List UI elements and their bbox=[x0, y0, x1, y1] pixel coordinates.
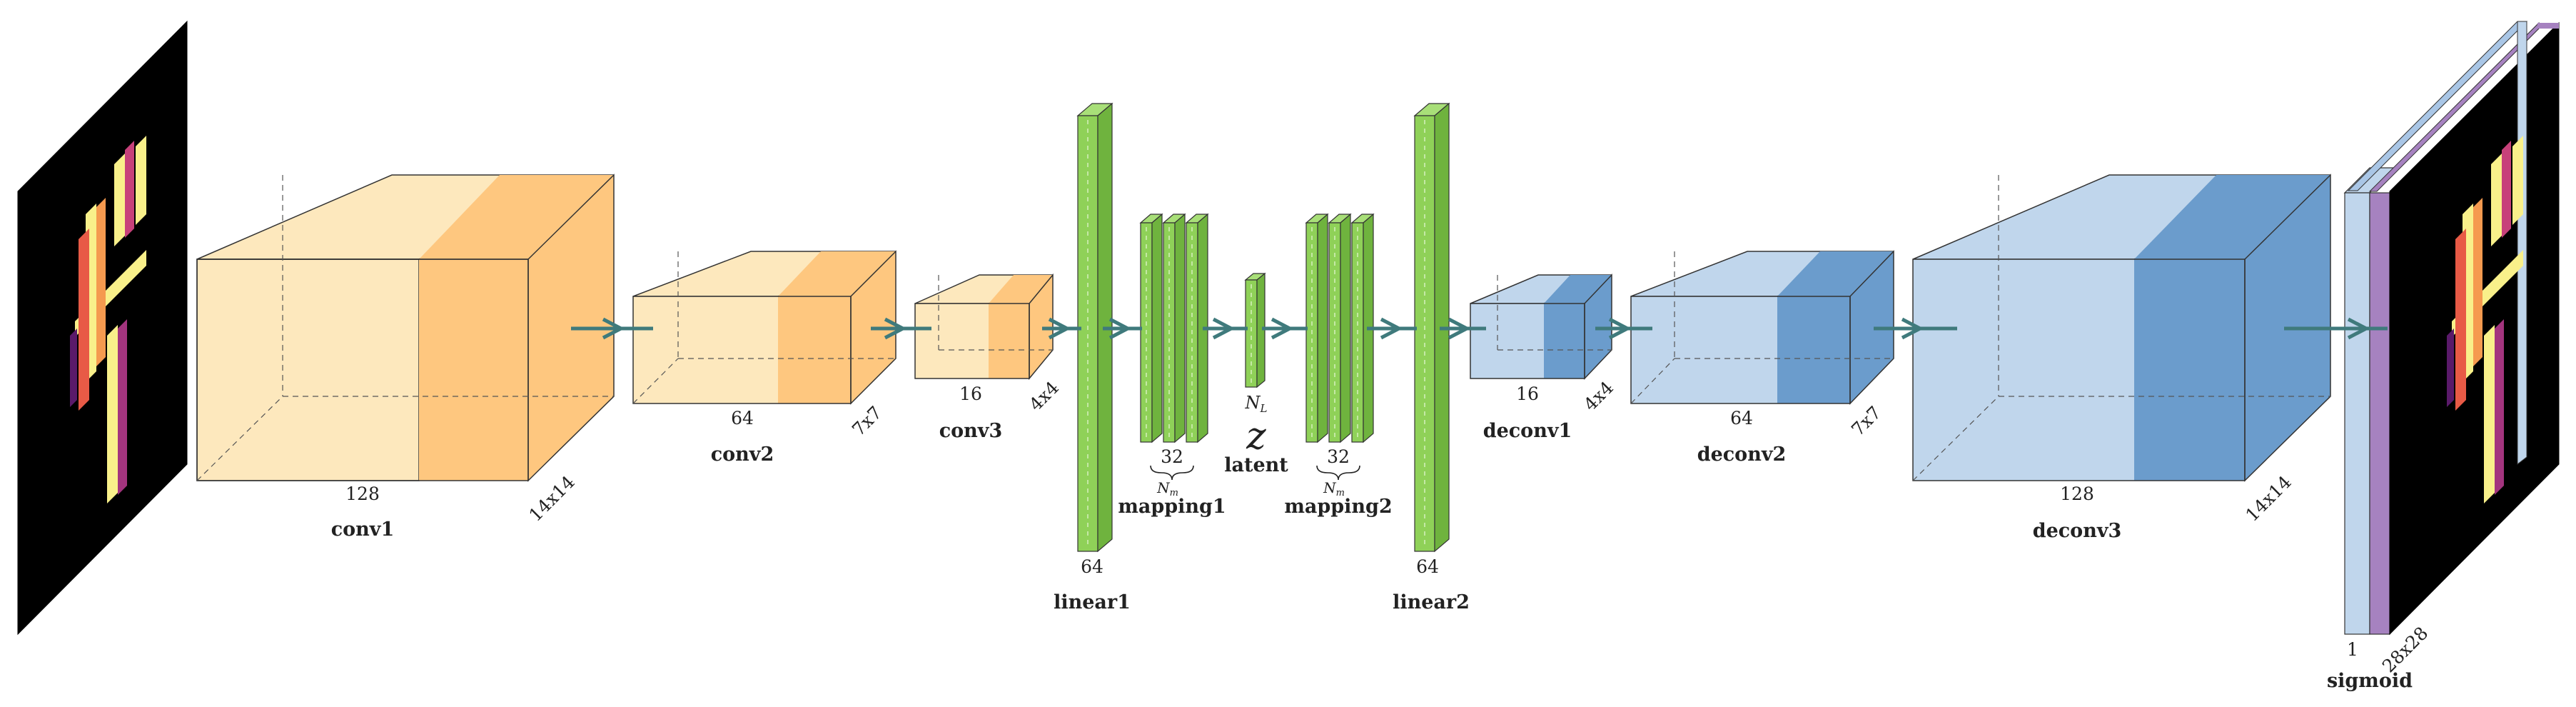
mapping1-label: mapping1 bbox=[1118, 496, 1226, 518]
output-digit-strokes bbox=[2447, 136, 2523, 503]
mapping2-slab-2 bbox=[1328, 213, 1352, 443]
latent-size: NL bbox=[1245, 393, 1268, 415]
deconv2-size: 7x7 bbox=[1847, 402, 1885, 440]
arrow-conv1-conv2 bbox=[571, 317, 653, 340]
latent-block bbox=[1244, 272, 1266, 388]
arrow-deconv3-sigmoid bbox=[2284, 317, 2388, 340]
deconv3-block bbox=[1912, 174, 2331, 482]
deconv1-channels: 16 bbox=[1516, 383, 1539, 404]
arrow-linear1-mapping1 bbox=[1103, 317, 1142, 340]
linear2-units: 64 bbox=[1416, 556, 1439, 577]
conv1-label: conv1 bbox=[331, 518, 395, 541]
linear2-label: linear2 bbox=[1393, 591, 1470, 613]
conv3-size: 4x4 bbox=[1025, 377, 1063, 415]
arrow-deconv1-deconv2 bbox=[1595, 317, 1652, 340]
deconv2-label: deconv2 bbox=[1697, 443, 1787, 466]
conv2-channels: 64 bbox=[731, 408, 754, 428]
mapping1-repeat: Nm bbox=[1156, 479, 1178, 498]
mapping1-slab-1 bbox=[1139, 213, 1163, 443]
linear1-label: linear1 bbox=[1054, 591, 1131, 613]
mapping1-block bbox=[1139, 213, 1209, 443]
deconv2-block bbox=[1630, 250, 1894, 405]
mapping2-label: mapping2 bbox=[1284, 496, 1392, 518]
conv1-channels: 128 bbox=[345, 483, 380, 504]
arrow-conv2-conv3 bbox=[871, 317, 931, 340]
conv2-label: conv2 bbox=[711, 443, 774, 466]
conv3-channels: 16 bbox=[959, 383, 982, 404]
arrow-mapping1-latent bbox=[1203, 317, 1248, 340]
sigmoid-channels: 1 bbox=[2347, 639, 2358, 660]
linear2-block bbox=[1413, 102, 1450, 553]
conv2-block bbox=[632, 250, 896, 405]
input-digit-strokes bbox=[70, 136, 146, 503]
conv3-label: conv3 bbox=[939, 420, 1003, 442]
mapping1-units: 32 bbox=[1161, 446, 1183, 467]
deconv3-size: 14x14 bbox=[2241, 471, 2295, 525]
deconv3-label: deconv3 bbox=[2033, 520, 2122, 542]
sigmoid-label: sigmoid bbox=[2327, 670, 2413, 692]
linear1-units: 64 bbox=[1081, 556, 1103, 577]
deconv3-channels: 128 bbox=[2060, 483, 2094, 504]
deconv2-channels: 64 bbox=[1730, 408, 1753, 428]
arrow-linear2-deconv1 bbox=[1440, 317, 1486, 340]
input-image bbox=[17, 20, 188, 636]
latent-label: latent bbox=[1224, 454, 1288, 476]
arrow-mapping2-linear2 bbox=[1367, 317, 1417, 340]
conv1-block bbox=[196, 174, 615, 482]
conv3-block bbox=[914, 273, 1054, 381]
arrow-deconv2-deconv3 bbox=[1874, 317, 1957, 340]
deconv1-label: deconv1 bbox=[1483, 420, 1572, 442]
mapping2-brace bbox=[1316, 465, 1360, 481]
sigmoid-output bbox=[2343, 21, 2560, 636]
latent-symbol: z bbox=[1246, 415, 1266, 458]
mapping2-block bbox=[1305, 213, 1375, 443]
conv2-size: 7x7 bbox=[848, 402, 886, 440]
conv1-size: 14x14 bbox=[525, 471, 578, 525]
mapping1-slab-2 bbox=[1162, 213, 1186, 443]
mapping2-repeat: Nm bbox=[1323, 479, 1345, 498]
connections bbox=[571, 317, 2388, 340]
mapping1-brace bbox=[1150, 465, 1194, 481]
mapping2-slab-1 bbox=[1305, 213, 1329, 443]
arrow-latent-mapping2 bbox=[1262, 317, 1308, 340]
mapping2-units: 32 bbox=[1327, 446, 1350, 467]
arrow-conv3-linear1 bbox=[1042, 317, 1081, 340]
deconv1-block bbox=[1470, 274, 1612, 380]
deconv1-size: 4x4 bbox=[1580, 377, 1617, 415]
